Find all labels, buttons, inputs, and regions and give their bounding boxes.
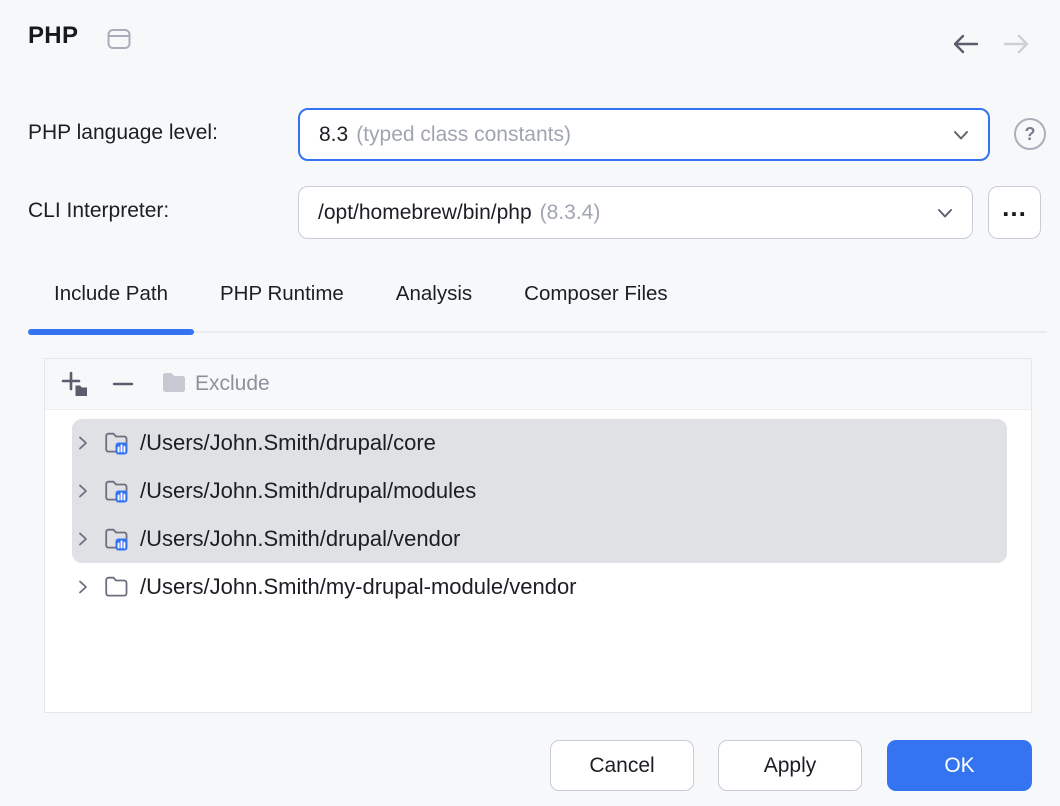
- include-paths-panel: Exclude /Users/John.Smith/drupal/core: [44, 358, 1032, 713]
- cli-interpreter-select[interactable]: /opt/homebrew/bin/php (8.3.4): [298, 186, 973, 239]
- back-arrow-icon[interactable]: [948, 28, 982, 60]
- cli-interpreter-label: CLI Interpreter:: [28, 199, 170, 222]
- path-text: /Users/John.Smith/my-drupal-module/vendo…: [140, 574, 577, 599]
- language-level-select[interactable]: 8.3 (typed class constants): [298, 108, 990, 161]
- page-title: PHP: [28, 22, 79, 49]
- path-row[interactable]: /Users/John.Smith/drupal/modules: [45, 467, 1031, 515]
- browse-button[interactable]: ...: [988, 186, 1041, 239]
- tool-window-icon: [107, 28, 131, 55]
- path-text: /Users/John.Smith/drupal/modules: [140, 478, 477, 503]
- tab-php-runtime[interactable]: PHP Runtime: [219, 282, 344, 305]
- library-folder-icon: [104, 478, 131, 504]
- exclude-action[interactable]: Exclude: [161, 370, 270, 399]
- include-path-list: /Users/John.Smith/drupal/core /Users/Joh…: [45, 411, 1031, 712]
- folder-icon: [104, 574, 131, 600]
- cancel-button[interactable]: Cancel: [550, 740, 694, 791]
- tab-include-path[interactable]: Include Path: [28, 271, 194, 335]
- cli-interpreter-value: /opt/homebrew/bin/php: [318, 200, 532, 224]
- cli-interpreter-hint: (8.3.4): [539, 200, 601, 224]
- language-level-value: 8.3: [319, 122, 349, 146]
- language-level-hint: (typed class constants): [356, 122, 571, 146]
- language-level-label: PHP language level:: [28, 121, 218, 144]
- library-folder-icon: [104, 526, 131, 552]
- chevron-down-icon: [934, 202, 956, 224]
- path-text: /Users/John.Smith/drupal/core: [140, 430, 436, 455]
- add-directory-icon[interactable]: [58, 369, 90, 399]
- chevron-right-icon[interactable]: [74, 578, 92, 596]
- forward-arrow-icon[interactable]: [1000, 28, 1034, 60]
- tab-analysis[interactable]: Analysis: [395, 282, 473, 305]
- exclude-label: Exclude: [195, 372, 270, 395]
- path-row[interactable]: /Users/John.Smith/drupal/core: [45, 419, 1031, 467]
- help-icon[interactable]: ?: [1014, 118, 1046, 150]
- chevron-right-icon[interactable]: [74, 482, 92, 500]
- path-row[interactable]: /Users/John.Smith/drupal/vendor: [45, 515, 1031, 563]
- library-folder-icon: [104, 430, 131, 456]
- selection-highlight: [72, 419, 1007, 563]
- tab-composer-files[interactable]: Composer Files: [524, 282, 668, 305]
- chevron-right-icon[interactable]: [74, 434, 92, 452]
- path-row[interactable]: /Users/John.Smith/my-drupal-module/vendo…: [45, 563, 1031, 611]
- apply-button[interactable]: Apply: [718, 740, 862, 791]
- ok-button[interactable]: OK: [887, 740, 1032, 791]
- paths-toolbar: Exclude: [45, 359, 1031, 410]
- tabs-divider: [28, 331, 1047, 333]
- chevron-down-icon: [950, 124, 972, 146]
- settings-tabs: Include Path PHP Runtime Analysis Compos…: [28, 271, 694, 335]
- remove-icon[interactable]: [108, 370, 138, 398]
- path-text: /Users/John.Smith/drupal/vendor: [140, 526, 461, 551]
- active-tab-underline: [28, 329, 194, 335]
- folder-icon: [161, 370, 187, 399]
- chevron-right-icon[interactable]: [74, 530, 92, 548]
